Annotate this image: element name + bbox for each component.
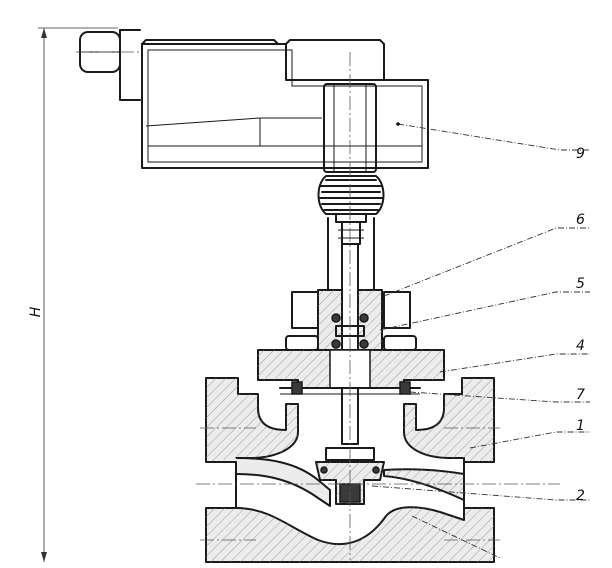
leader-lines bbox=[371, 122, 590, 559]
callout-9: 9 bbox=[576, 146, 585, 162]
callout-6: 6 bbox=[576, 212, 585, 228]
callout-1: 1 bbox=[576, 418, 585, 434]
callout-2: 2 bbox=[576, 488, 585, 504]
centre-lines bbox=[76, 51, 560, 560]
valve-body bbox=[205, 377, 495, 563]
bonnet-flange bbox=[257, 335, 445, 395]
stem-bellows bbox=[317, 175, 385, 293]
callout-4: 4 bbox=[576, 338, 585, 354]
callout-7: 7 bbox=[576, 387, 585, 403]
height-dimension-label: H bbox=[28, 306, 44, 317]
height-dimension: H bbox=[28, 27, 118, 562]
electric-actuator bbox=[78, 29, 429, 173]
callout-5: 5 bbox=[576, 276, 585, 292]
